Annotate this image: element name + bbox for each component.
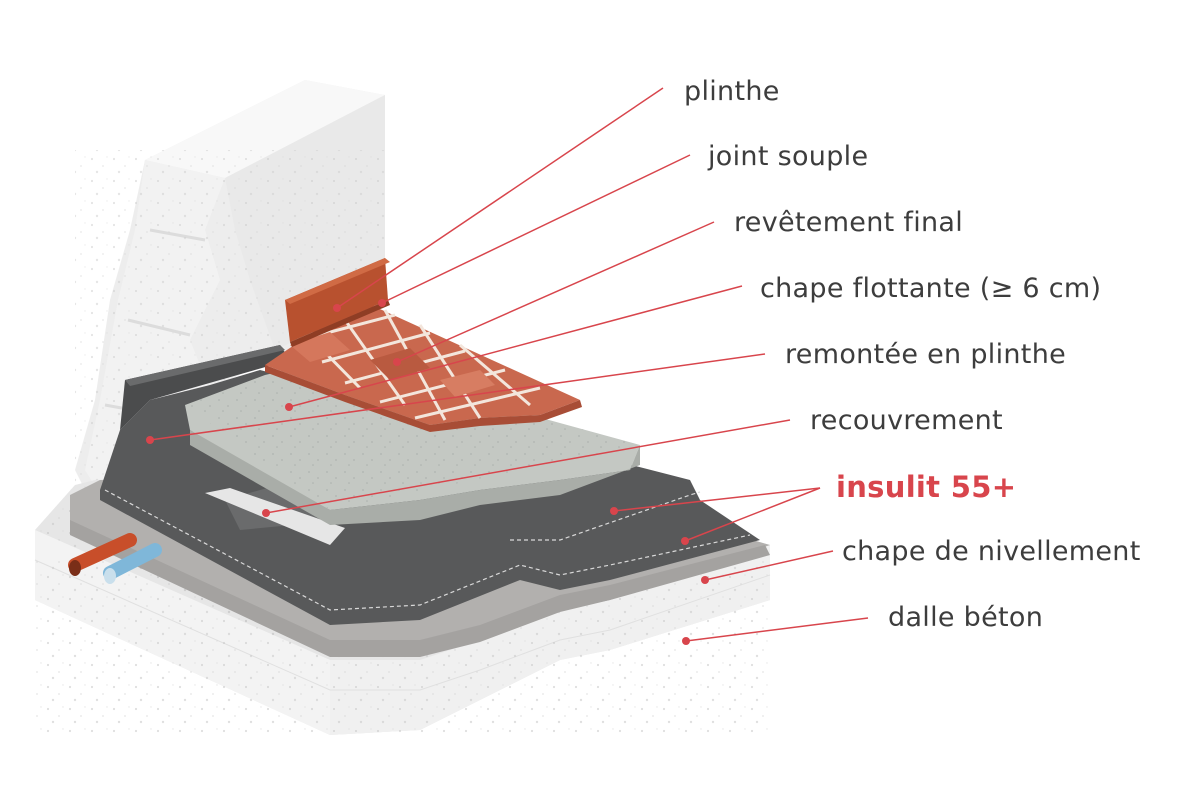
leader-line-remontee-en-plinthe: [149, 353, 766, 441]
label-revetement-final: revêtement final: [734, 207, 964, 238]
leader-line-insulit-2: [684, 487, 821, 542]
label-dalle-beton: dalle béton: [888, 602, 1044, 633]
leader-line-chape-de-nivellement: [704, 550, 834, 581]
floating-screed: [185, 360, 640, 525]
label-recouvrement: recouvrement: [810, 405, 1003, 436]
leader-line-plinthe: [336, 87, 664, 309]
leader-line-recouvrement: [265, 419, 791, 514]
label-plinthe: plinthe: [684, 76, 780, 107]
leader-line-revetement-final: [396, 221, 715, 363]
membrane-upturn: [120, 345, 290, 430]
label-joint-souple: joint souple: [708, 141, 869, 172]
leader-dots: [146, 299, 709, 645]
label-insulit: insulit 55+: [836, 470, 1017, 504]
leader-lines: [149, 87, 869, 642]
leader-line-chape-flottante: [288, 285, 743, 408]
leader-line-insulit-1: [613, 487, 821, 512]
label-chape-flottante: chape flottante (≥ 6 cm): [760, 273, 1102, 304]
leader-line-joint-souple: [381, 154, 691, 304]
leader-line-dalle-beton: [685, 617, 869, 642]
pipes: [68, 533, 162, 584]
label-chape-de-nivellement: chape de nivellement: [842, 536, 1141, 567]
tiles: [265, 300, 582, 432]
label-remontee-en-plinthe: remontée en plinthe: [785, 339, 1067, 370]
baseboard: [285, 258, 390, 347]
